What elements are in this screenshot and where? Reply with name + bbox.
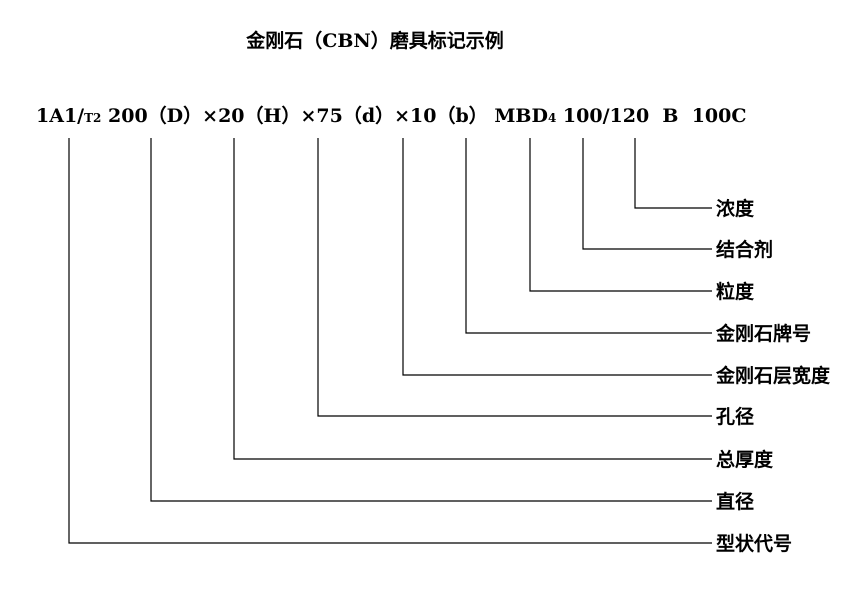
leader-lines — [68, 138, 712, 544]
code-segment-grit-bond-concentration: 100/120 B 100C — [556, 105, 746, 127]
leader-diameter — [150, 138, 712, 502]
label-grade: 金刚石牌号 — [715, 322, 811, 345]
marking-code: 1A1/T2 200（D）×20（H）×75（d）×10（b） MBD4 100… — [36, 104, 747, 127]
code-subscript-shape: T2 — [84, 111, 101, 125]
label-thickness: 总厚度 — [716, 448, 774, 471]
part-labels: 浓度 结合剂 粒度 金刚石牌号 金刚石层宽度 孔径 总厚度 直径 型状代号 — [715, 197, 831, 555]
leader-concentration — [634, 138, 712, 209]
label-diameter: 直径 — [716, 490, 754, 513]
code-subscript-grade: 4 — [548, 111, 556, 125]
diagram-title: 金刚石（CBN）磨具标记示例 — [245, 29, 504, 52]
leader-bond — [582, 138, 712, 250]
leader-grade — [465, 138, 712, 334]
leader-shape-code — [68, 138, 712, 544]
label-grit: 粒度 — [716, 280, 755, 303]
leader-bore — [317, 138, 712, 417]
leader-thickness — [233, 138, 712, 460]
leader-grit — [529, 138, 712, 292]
label-layer-width: 金刚石层宽度 — [715, 364, 831, 387]
leader-layer-width — [402, 138, 712, 376]
label-shape-code: 型状代号 — [716, 532, 792, 555]
code-segment-shape: 1A1/ — [36, 105, 84, 127]
label-concentration: 浓度 — [716, 197, 755, 220]
label-bond: 结合剂 — [716, 238, 773, 261]
label-bore: 孔径 — [716, 406, 754, 428]
code-segment-dimensions: 200（D）×20（H）×75（d）×10（b） MBD — [101, 104, 548, 127]
